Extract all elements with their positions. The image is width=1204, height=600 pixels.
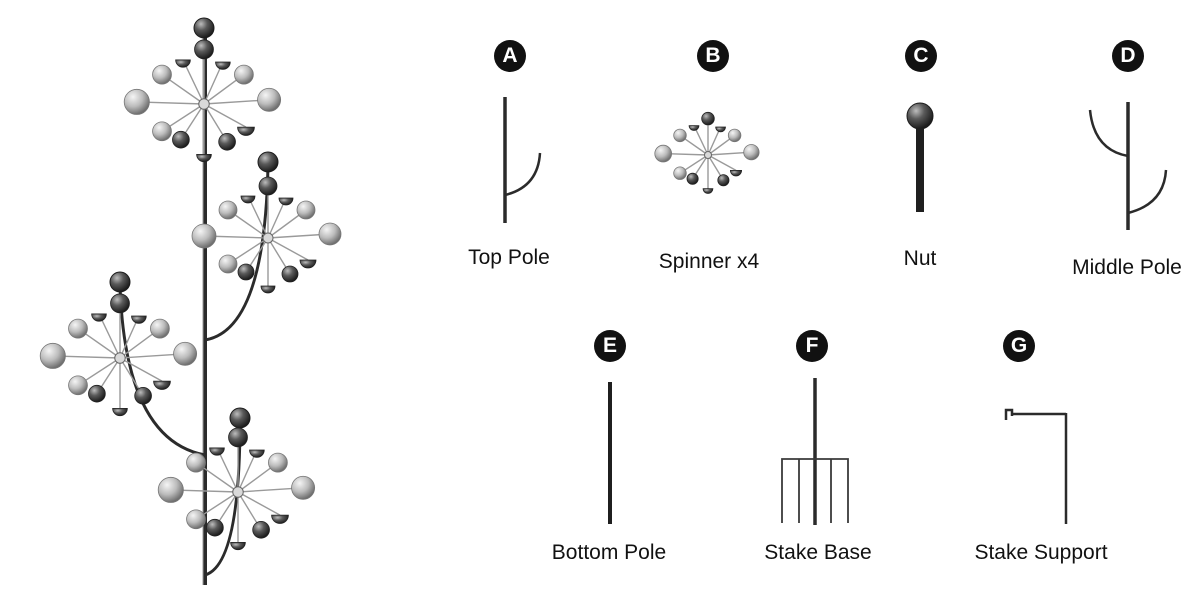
nut-icon — [906, 102, 934, 212]
nut-ball — [229, 407, 251, 429]
bottom-pole-icon — [608, 382, 612, 524]
nut-ball — [109, 271, 131, 293]
part-g-label: Stake Support — [974, 541, 1108, 564]
nut-ball — [193, 17, 215, 39]
part-d-badge: D — [1112, 40, 1144, 72]
part-c-badge: C — [905, 40, 937, 72]
part-a-label: Top Pole — [468, 246, 550, 269]
branch-arm — [204, 419, 242, 577]
spinner-head — [157, 427, 316, 551]
part-b-badge: B — [697, 40, 729, 72]
part-b-label: Spinner x4 — [658, 250, 760, 273]
part-f-label: Stake Base — [764, 541, 872, 564]
part-c-label: Nut — [903, 247, 937, 270]
stake-base-icon — [781, 378, 849, 525]
part-a-badge: A — [494, 40, 526, 72]
branch-arm — [118, 284, 206, 457]
part-g-badge: G — [1003, 330, 1035, 362]
spinner-head — [191, 176, 342, 294]
part-e-label: Bottom Pole — [551, 541, 667, 564]
middle-pole-icon — [1088, 102, 1168, 230]
branch-arm — [204, 164, 270, 342]
part-f-badge: F — [796, 330, 828, 362]
spinner-head — [654, 111, 760, 194]
spinner-head — [39, 293, 198, 417]
spinner-head — [123, 39, 282, 163]
part-d-label: Middle Pole — [1072, 256, 1182, 279]
stake-support-icon — [1004, 408, 1068, 524]
top-pole-icon — [503, 97, 542, 223]
spinner-icon — [654, 111, 760, 194]
assembled-spinner-image — [0, 0, 400, 600]
nut-ball — [257, 151, 279, 173]
assembled-spinner-drawing — [39, 17, 342, 585]
part-e-badge: E — [594, 330, 626, 362]
